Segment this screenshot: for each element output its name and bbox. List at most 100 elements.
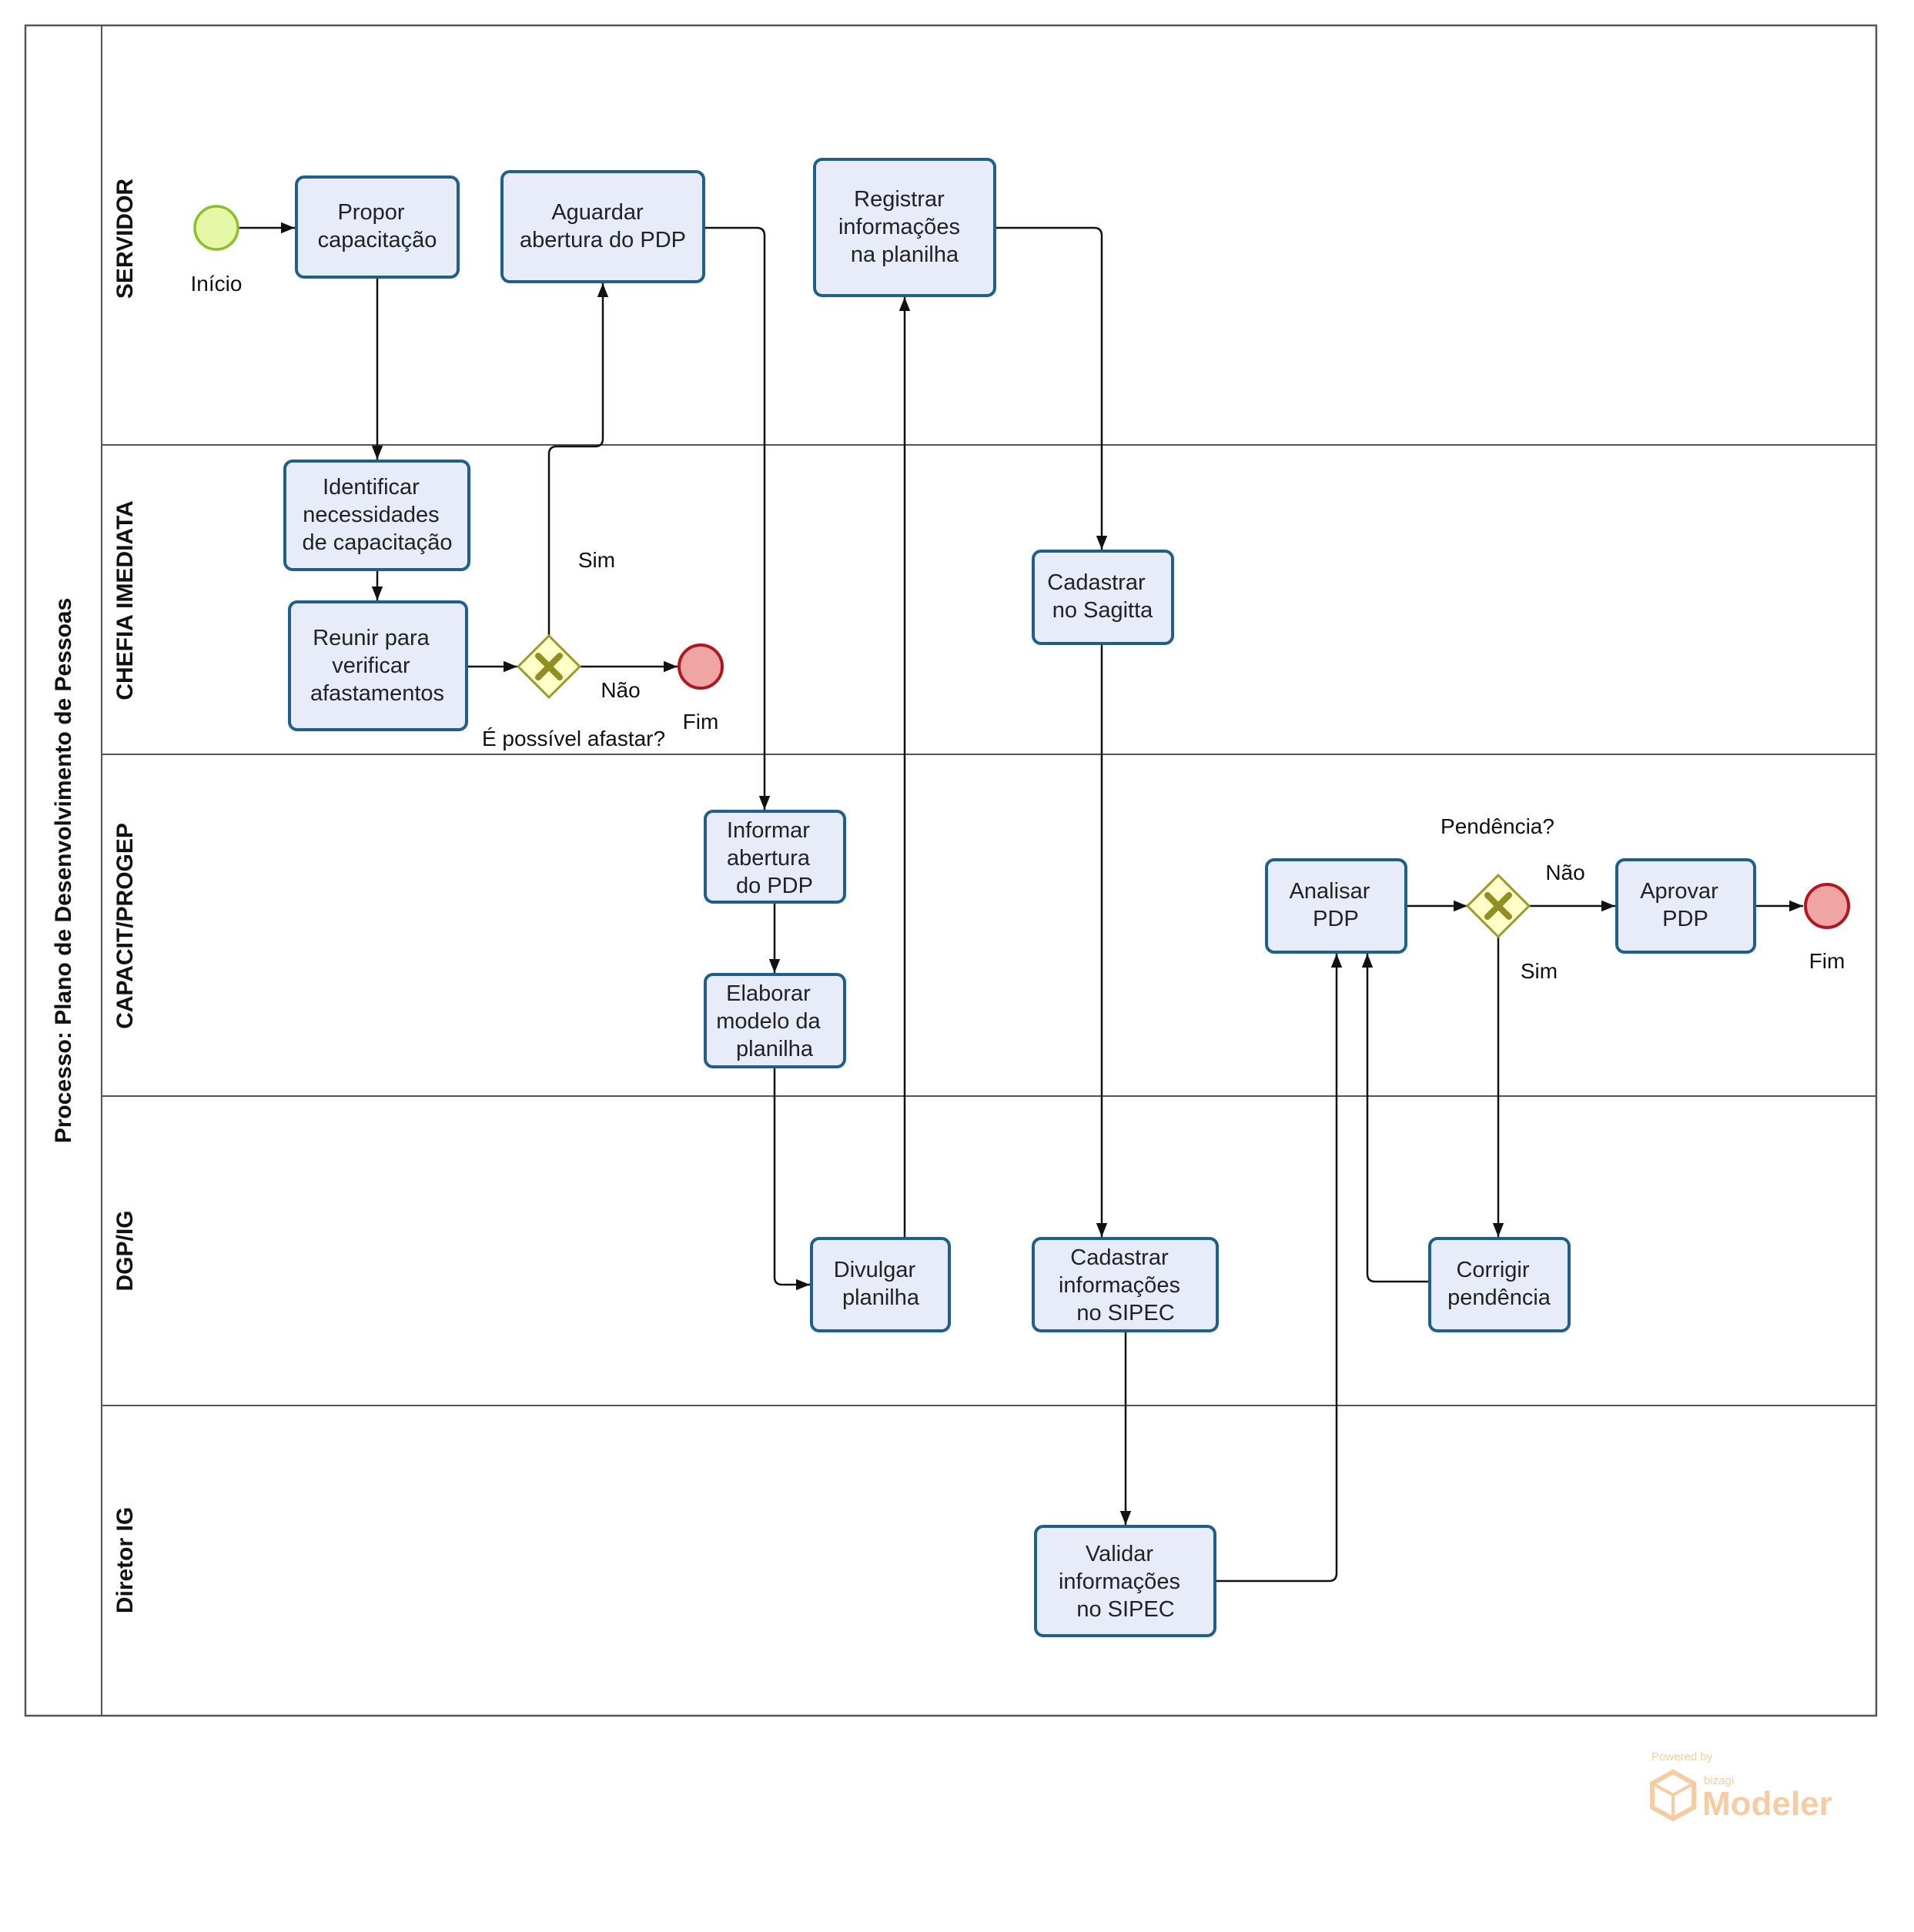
pool: Processo: Plano de Desenvolvimento de Pe…: [24, 24, 1878, 1717]
task-validar-line-2: informações: [1059, 1569, 1180, 1594]
pool-border: [24, 24, 1878, 1717]
watermark-brand: bizagi: [1704, 1774, 1734, 1787]
flow-label-sim-1: Sim: [578, 548, 615, 572]
task-cadsipec[interactable]: Cadastrar informações no SIPEC: [1032, 1237, 1219, 1332]
task-identificar-line-3: de capacitação: [302, 530, 452, 555]
lane-label-diretor: Diretor IG: [112, 1507, 138, 1613]
gateway-1[interactable]: [516, 633, 582, 700]
flow-corrigir-analisar: [1361, 954, 1428, 1283]
watermark-powered: Powered by: [1651, 1750, 1713, 1763]
task-divulgar-line-1: Divulgar: [834, 1258, 916, 1282]
end-event-2[interactable]: [1804, 883, 1850, 929]
flow-labels: Sim Não Não Sim: [578, 548, 1585, 983]
gateways: É possível afastar? Pendência?: [482, 633, 1554, 939]
end-event-2-label: Fim: [1809, 949, 1845, 973]
start-event-label: Início: [191, 272, 243, 296]
task-reunir-line-2: verificar: [332, 653, 410, 678]
start-event[interactable]: [193, 205, 239, 251]
task-elaborar-line-2: modelo da: [716, 1009, 821, 1034]
task-aguardar-line-2: abertura do PDP: [520, 228, 686, 252]
task-propor-line-2: capacitação: [318, 228, 437, 252]
task-aprovar[interactable]: Aprovar PDP: [1615, 858, 1756, 954]
task-corrigir-line-2: pendência: [1447, 1285, 1551, 1310]
svg-text:Aprovar PDP: Aprovar PDP: [1640, 879, 1725, 931]
gateway-1-x-icon: [535, 653, 563, 680]
gateway-1-label: É possível afastar?: [482, 727, 665, 750]
task-cadsipec-line-1: Cadastrar: [1070, 1245, 1169, 1270]
task-sagitta-line-2: no Sagitta: [1052, 598, 1153, 623]
task-identificar[interactable]: Identificar necessidades de capacitação: [283, 460, 470, 571]
task-registrar[interactable]: Registrar informações na planilha: [813, 158, 996, 297]
task-corrigir-line-1: Corrigir: [1456, 1258, 1529, 1282]
task-aprovar-line-1: Aprovar: [1640, 879, 1718, 904]
flow-label-sim-2: Sim: [1521, 959, 1558, 983]
svg-text:Aguardar abertura do P: Aguardar abertura do PDP: [520, 200, 686, 252]
task-sagitta-line-1: Cadastrar: [1047, 570, 1146, 595]
task-validar[interactable]: Validar informações no SIPEC: [1034, 1525, 1216, 1637]
task-informar[interactable]: Informar abertura do PDP: [704, 810, 846, 904]
end-event-2-circle: [1804, 883, 1850, 929]
task-corrigir[interactable]: Corrigir pendência: [1428, 1237, 1571, 1332]
gateway-2-x-icon: [1484, 892, 1512, 920]
flow-gateway1-aguardar: [547, 283, 609, 636]
svg-text:Identificar necessidad: Identificar necessidades de capacitação: [302, 475, 452, 555]
svg-text:Cadastrar informações: Cadastrar informações no SIPEC: [1059, 1245, 1186, 1325]
bizagi-logo-icon: [1650, 1769, 1696, 1822]
svg-text:Elaborar modelo da: Elaborar modelo da planilha: [716, 981, 827, 1061]
svg-text:Registrar informações: Registrar informações na planilha: [838, 187, 966, 267]
svg-text:Reunir para verificar: Reunir para verificar afastamentos: [310, 626, 444, 706]
svg-text:Divulgar planilha: Divulgar planilha: [834, 1258, 922, 1310]
svg-text:Cadastrar no Sagitta: Cadastrar no Sagitta: [1047, 570, 1153, 623]
task-propor[interactable]: Propor capacitação: [295, 175, 460, 279]
task-reunir[interactable]: Reunir para verificar afastamentos: [288, 600, 468, 731]
task-elaborar[interactable]: Elaborar modelo da planilha: [704, 973, 846, 1068]
task-cadsipec-line-2: informações: [1059, 1273, 1180, 1298]
task-divulgar[interactable]: Divulgar planilha: [810, 1237, 951, 1332]
lane-labels: SERVIDOR CHEFIA IMEDIATA CAPACIT/PROGEP …: [112, 179, 138, 1614]
svg-text:Analisar PDP: Analisar PDP: [1290, 879, 1377, 931]
flow-label-nao-2: Não: [1545, 861, 1584, 884]
task-registrar-line-2: informações: [838, 215, 960, 239]
pool-title: Processo: Plano de Desenvolvimento de Pe…: [51, 598, 76, 1144]
task-registrar-line-1: Registrar: [854, 187, 945, 212]
start-event-circle: [193, 205, 239, 251]
task-aprovar-line-2: PDP: [1662, 907, 1708, 931]
flow-validar-analisar: [1215, 954, 1343, 1583]
task-identificar-line-1: Identificar: [323, 475, 420, 500]
flow-registrar-sagitta: [995, 226, 1108, 550]
task-reunir-line-3: afastamentos: [310, 681, 444, 706]
task-validar-line-1: Validar: [1086, 1542, 1153, 1566]
lane-label-capacit: CAPACIT/PROGEP: [112, 823, 138, 1029]
task-cadsipec-line-3: no SIPEC: [1076, 1301, 1174, 1325]
flow-elaborar-divulgar: [773, 1067, 810, 1291]
task-registrar-line-3: na planilha: [851, 242, 959, 267]
svg-text:Validar informações: Validar informações no SIPEC: [1059, 1542, 1186, 1622]
gateway-2-label: Pendência?: [1441, 814, 1554, 838]
task-reunir-line-1: Reunir para: [313, 626, 430, 650]
flow-label-nao-1: Não: [601, 678, 640, 702]
task-analisar[interactable]: Analisar PDP: [1265, 858, 1407, 954]
task-aguardar[interactable]: Aguardar abertura do PDP: [500, 170, 705, 283]
bizagi-watermark: Powered by bizagi Modeler: [1650, 1750, 1832, 1823]
task-aguardar-line-1: Aguardar: [551, 200, 644, 225]
task-informar-line-1: Informar: [727, 818, 810, 843]
lane-label-chefia: CHEFIA IMEDIATA: [112, 500, 138, 700]
events: Início Fim Fim: [191, 205, 1850, 973]
lane-separators: [102, 444, 1876, 1406]
svg-text:Informar abertura: Informar abertura do PDP: [727, 818, 816, 898]
svg-text:Propor capacitação: Propor capacitação: [318, 200, 437, 252]
end-event-1-label: Fim: [683, 710, 719, 734]
lane-label-dgp: DGP/IG: [112, 1210, 138, 1291]
end-event-1[interactable]: [678, 643, 724, 690]
svg-text:Corrigir pendência: Corrigir pendência: [1447, 1258, 1551, 1310]
task-analisar-line-2: PDP: [1313, 907, 1359, 931]
watermark-product: Modeler: [1702, 1785, 1832, 1823]
flow-aguardar-informar: [704, 226, 771, 810]
task-divulgar-line-2: planilha: [842, 1285, 920, 1310]
gateway-2[interactable]: [1465, 873, 1531, 939]
end-event-1-circle: [678, 643, 724, 690]
task-analisar-line-1: Analisar: [1290, 879, 1370, 904]
task-sagitta[interactable]: Cadastrar no Sagitta: [1032, 550, 1174, 645]
task-elaborar-line-1: Elaborar: [726, 981, 811, 1006]
